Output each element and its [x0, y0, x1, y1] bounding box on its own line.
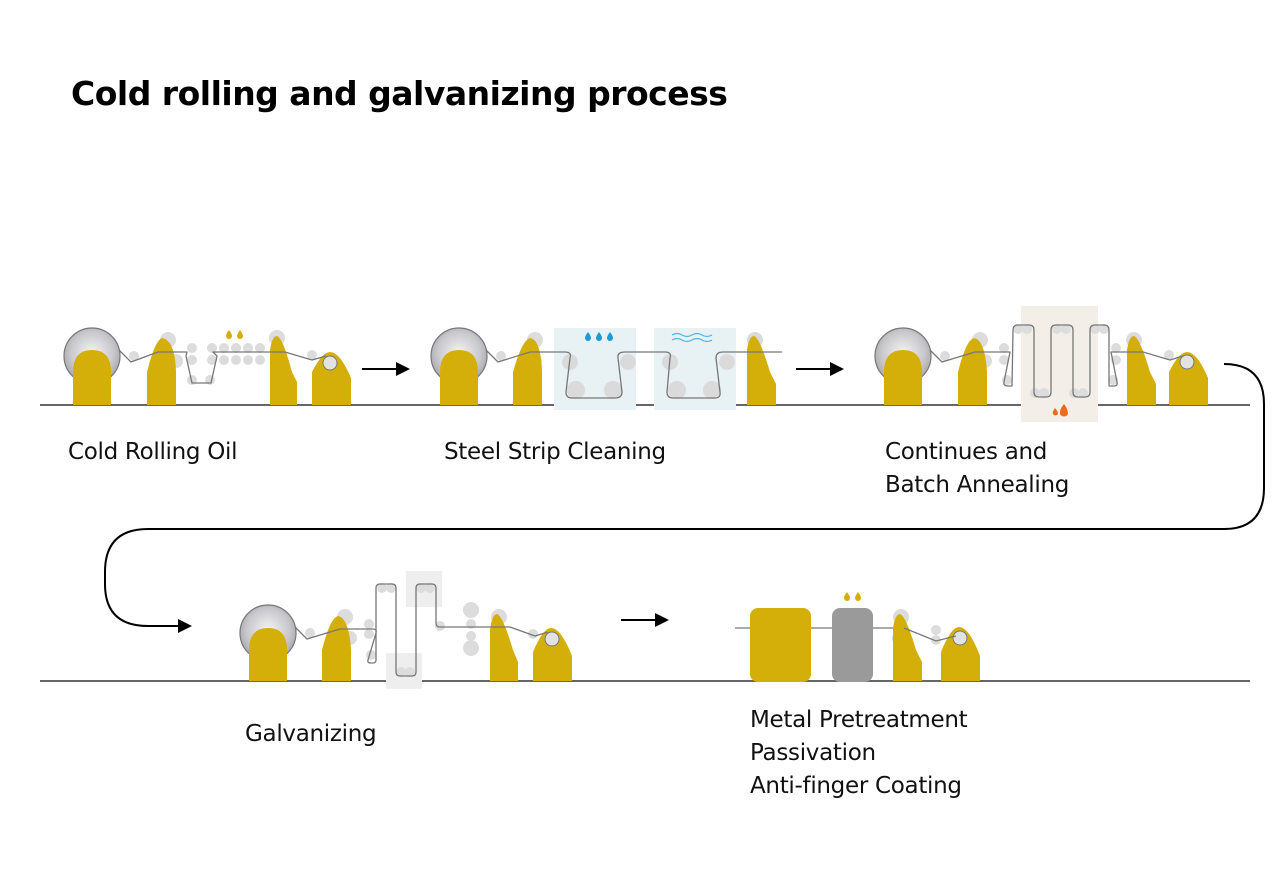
uncoiler-stand	[73, 350, 111, 405]
passivation-unit	[832, 608, 873, 682]
step-steel-strip-cleaning-machinery	[430, 327, 782, 410]
recoiler-stand	[533, 628, 572, 681]
roller-icon	[931, 635, 941, 645]
diagram-title: Cold rolling and galvanizing process	[71, 74, 728, 113]
steel-strip	[929, 324, 1184, 398]
stand-icon	[490, 614, 518, 681]
recoiler-stand	[1169, 352, 1208, 405]
step-label-galvanizing: Galvanizing	[245, 718, 377, 751]
flow-arrow-head	[178, 619, 192, 633]
label-line: Continues and	[885, 439, 1048, 465]
flow-arrow	[621, 613, 669, 627]
step-annealing-machinery	[874, 306, 1208, 422]
roller-icon	[496, 351, 506, 361]
roller-icon	[931, 625, 941, 635]
label-line: Metal Pretreatment	[750, 707, 968, 733]
recoiler-roll	[1179, 354, 1195, 370]
steel-strip	[118, 349, 327, 384]
label-line: Passivation	[750, 740, 876, 766]
stand-icon	[322, 616, 351, 681]
step-label-steel-strip-cleaning: Steel Strip Cleaning	[444, 436, 666, 469]
roller-group	[187, 330, 317, 385]
uncoiler-stand	[884, 350, 922, 405]
roller-icon	[305, 628, 315, 638]
rinse-waves-icon	[671, 332, 713, 343]
step-finishing-machinery	[735, 592, 980, 682]
stand-icon	[958, 338, 987, 405]
oil-drops-icon	[844, 592, 861, 601]
water-drops-icon	[585, 332, 613, 341]
label-line: Cold Rolling Oil	[68, 439, 238, 465]
recoiler-roll	[322, 355, 338, 371]
stand-icon	[1127, 336, 1156, 405]
recoiler-roll	[952, 630, 968, 646]
roller-icon	[129, 351, 139, 361]
uncoiler-stand	[249, 628, 287, 681]
label-line: Anti-finger Coating	[750, 773, 962, 799]
step-label-cold-rolling-oil: Cold Rolling Oil	[68, 436, 238, 469]
step-label-annealing: Continues and Batch Annealing	[885, 436, 1069, 502]
steel-strip	[903, 627, 957, 642]
step-cold-rolling-oil-machinery	[63, 327, 351, 405]
label-line: Batch Annealing	[885, 472, 1070, 498]
stand-icon	[270, 336, 297, 405]
recoiler-stand	[312, 352, 351, 405]
label-line: Galvanizing	[245, 721, 377, 747]
stand-icon	[147, 338, 176, 405]
flame-icon	[1052, 404, 1068, 417]
recoiler-roll	[544, 631, 560, 647]
roller-icon	[940, 351, 950, 361]
pretreatment-unit	[750, 608, 811, 682]
step-galvanizing-machinery	[239, 571, 572, 689]
flow-arrow	[796, 362, 844, 376]
uncoiler-stand	[440, 350, 478, 405]
flow-arrow	[362, 362, 410, 376]
label-line: Steel Strip Cleaning	[444, 439, 666, 465]
steel-strip	[485, 349, 782, 399]
step-label-finishing: Metal Pretreatment Passivation Anti-fing…	[750, 704, 968, 803]
stand-icon	[893, 614, 922, 681]
oil-drops-icon	[226, 330, 243, 339]
stand-icon	[513, 338, 542, 405]
flow-connector	[104, 363, 1265, 627]
annealing-furnace	[1021, 306, 1098, 422]
steel-strip	[294, 583, 549, 677]
recoiler-stand	[941, 627, 980, 681]
stand-icon	[747, 336, 776, 405]
